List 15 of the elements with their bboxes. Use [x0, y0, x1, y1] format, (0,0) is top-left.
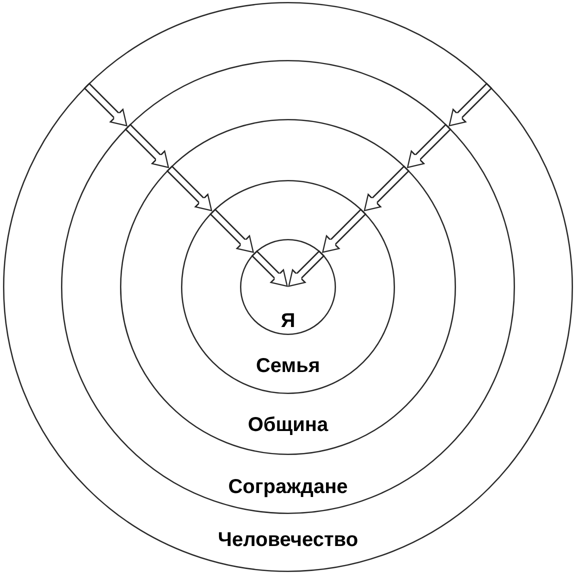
arrow	[322, 208, 366, 254]
arrow	[364, 165, 410, 212]
arrow	[448, 82, 492, 126]
arrow	[406, 124, 452, 168]
arrow	[166, 165, 212, 212]
ring-label: Семья	[256, 355, 320, 377]
ring-label: Я	[280, 310, 296, 332]
arrow	[251, 250, 288, 287]
arrow	[84, 82, 128, 126]
arrow	[288, 250, 325, 287]
ring-label: Человечество	[218, 529, 358, 551]
ring-label: Община	[248, 414, 328, 436]
arrow	[210, 208, 254, 254]
arrow	[124, 124, 170, 168]
ring-label: Сограждане	[228, 476, 348, 498]
